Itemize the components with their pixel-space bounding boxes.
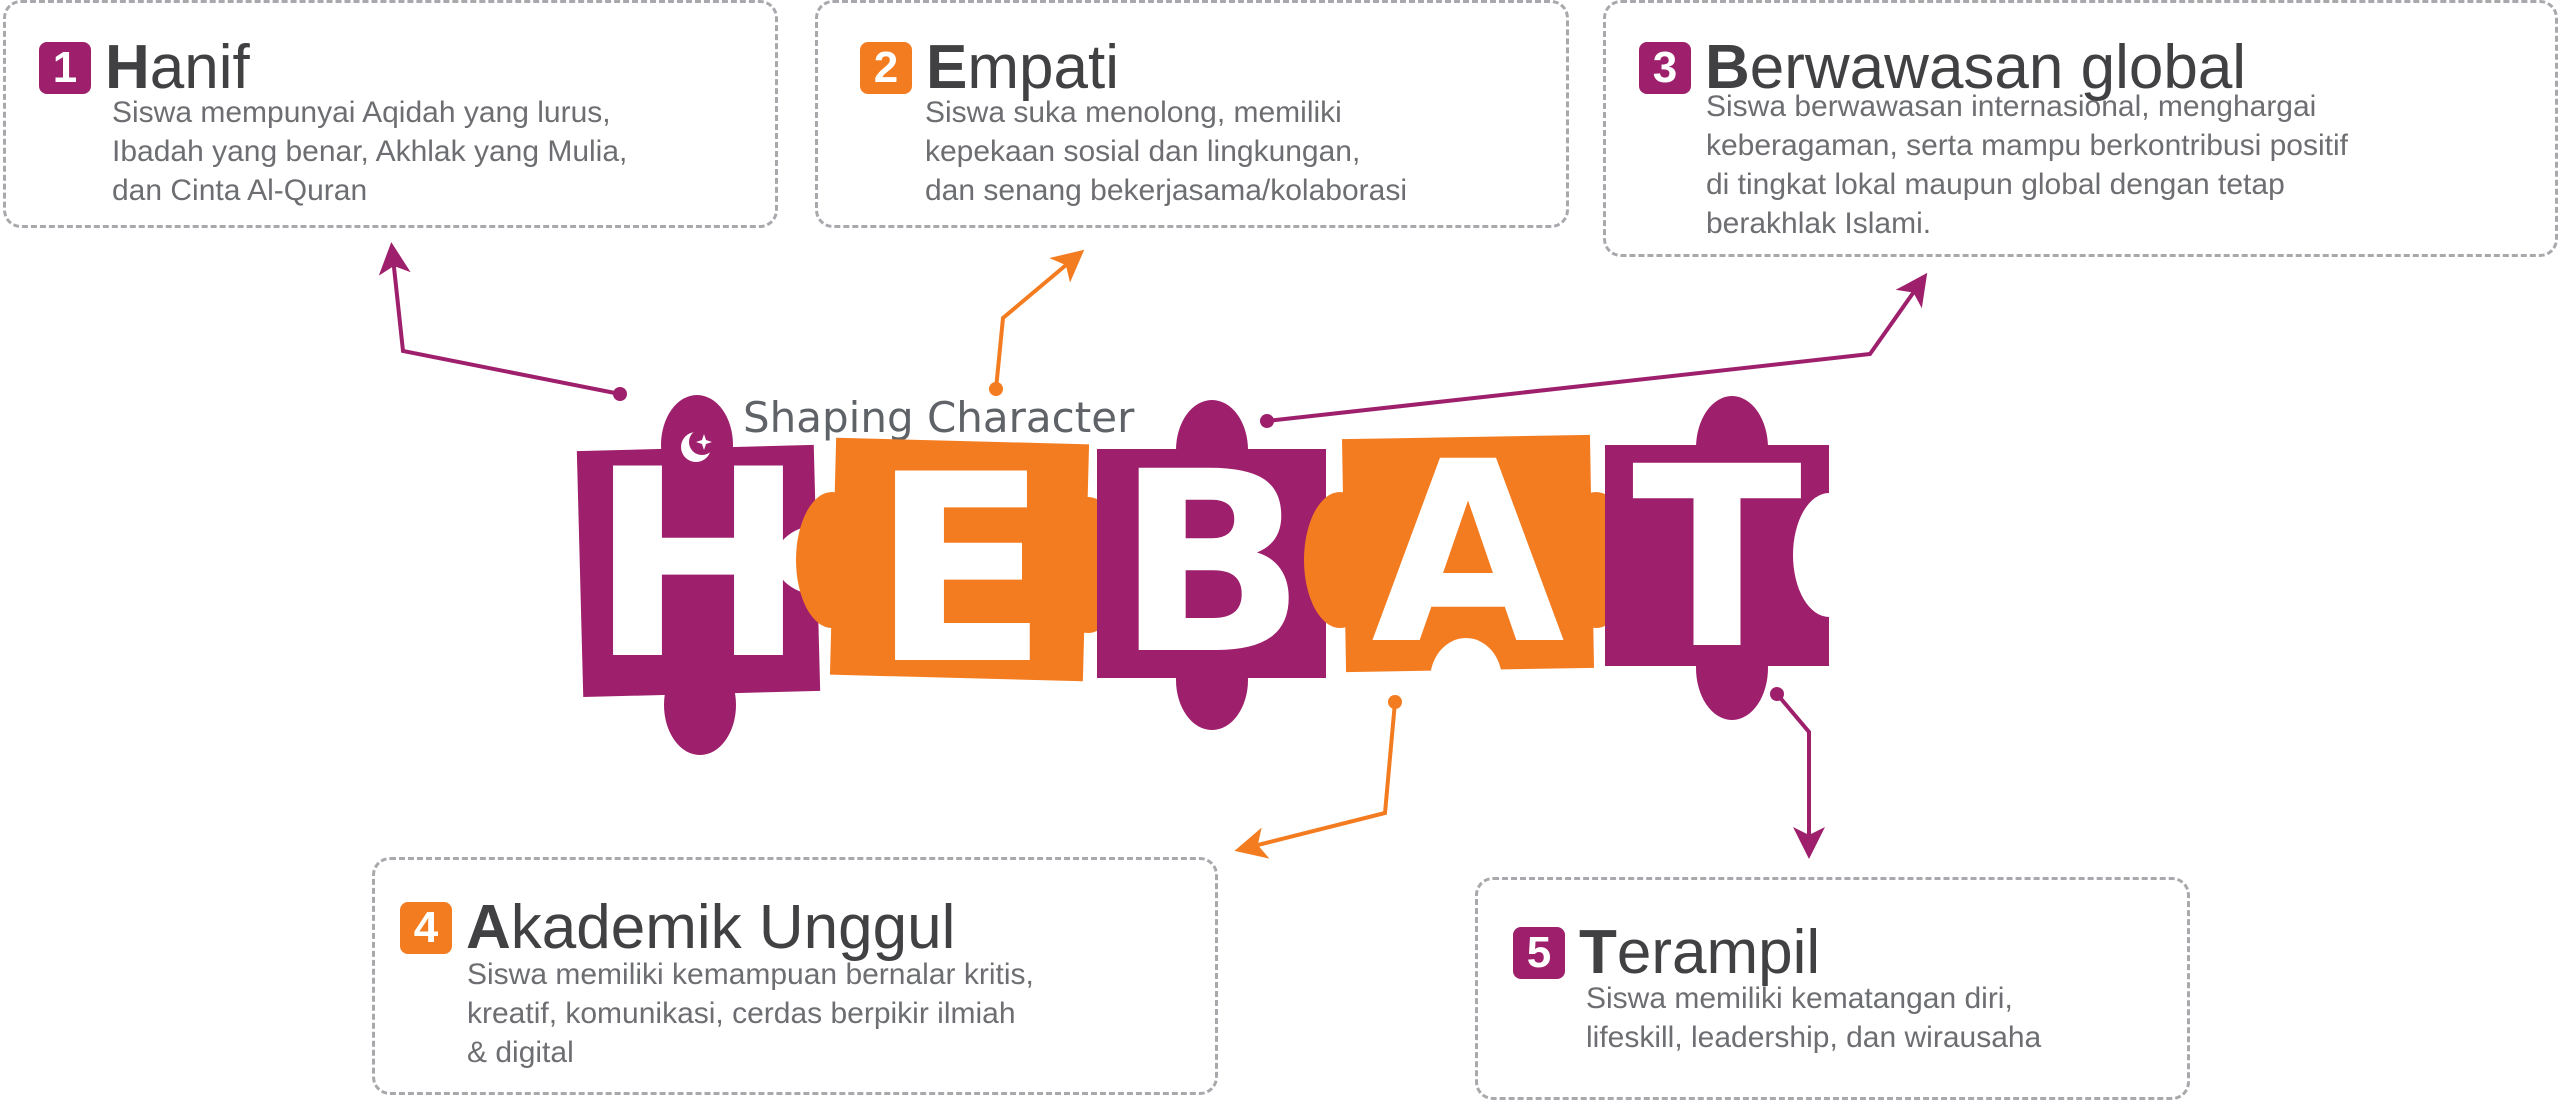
puzzle-piece-h: H — [576, 395, 821, 755]
puzzle-piece-b: B — [1097, 400, 1326, 730]
arrow-to-berwawasan — [1260, 272, 1928, 428]
svg-text:E: E — [871, 420, 1049, 722]
svg-text:B: B — [1116, 418, 1307, 709]
arrow-to-hanif — [378, 242, 627, 401]
svg-text:H: H — [589, 415, 807, 717]
card-title: Akademik Unggul — [466, 893, 956, 962]
number-badge: 5 — [1513, 927, 1565, 979]
card-hanif: 1 Hanif Siswa mempunyai Aqidah yang luru… — [3, 0, 778, 228]
card-title: Terampil — [1579, 918, 1821, 987]
number-badge: 1 — [39, 42, 91, 94]
svg-text:A: A — [1371, 408, 1564, 699]
puzzle-piece-a: A — [1304, 408, 1632, 722]
number-badge: 2 — [860, 42, 912, 94]
card-akademik-unggul: 4 Akademik Unggul Siswa memiliki kemampu… — [372, 857, 1218, 1095]
card-description: Siswa mempunyai Aqidah yang lurus,Ibadah… — [112, 96, 628, 207]
card-title: Empati — [926, 33, 1119, 102]
card-terampil: 5 Terampil Siswa memiliki kematangan dir… — [1475, 877, 2190, 1100]
arrow-to-akademik — [1234, 695, 1402, 859]
number-badge: 3 — [1639, 42, 1691, 94]
arrow-to-empati — [989, 249, 1085, 396]
card-title: Hanif — [105, 33, 250, 102]
svg-text:T: T — [1632, 413, 1803, 704]
card-description: Siswa berwawasan internasional, mengharg… — [1706, 90, 2348, 240]
card-description: Siswa memiliki kemampuan bernalar kritis… — [467, 958, 1034, 1069]
card-description: Siswa memiliki kematangan diri,lifeskill… — [1586, 982, 2042, 1054]
number-badge: 4 — [400, 902, 452, 954]
puzzle-piece-t: T — [1605, 396, 1865, 720]
arrow-to-terampil — [1770, 687, 1825, 859]
puzzle-piece-e: E — [775, 420, 1124, 722]
card-berwawasan-global: 3 Berwawasan global Siswa berwawasan int… — [1603, 0, 2558, 257]
crescent-star-icon — [681, 429, 715, 462]
logo-tagline: Shaping Character — [743, 393, 1135, 442]
card-title: Berwawasan global — [1705, 33, 2247, 102]
